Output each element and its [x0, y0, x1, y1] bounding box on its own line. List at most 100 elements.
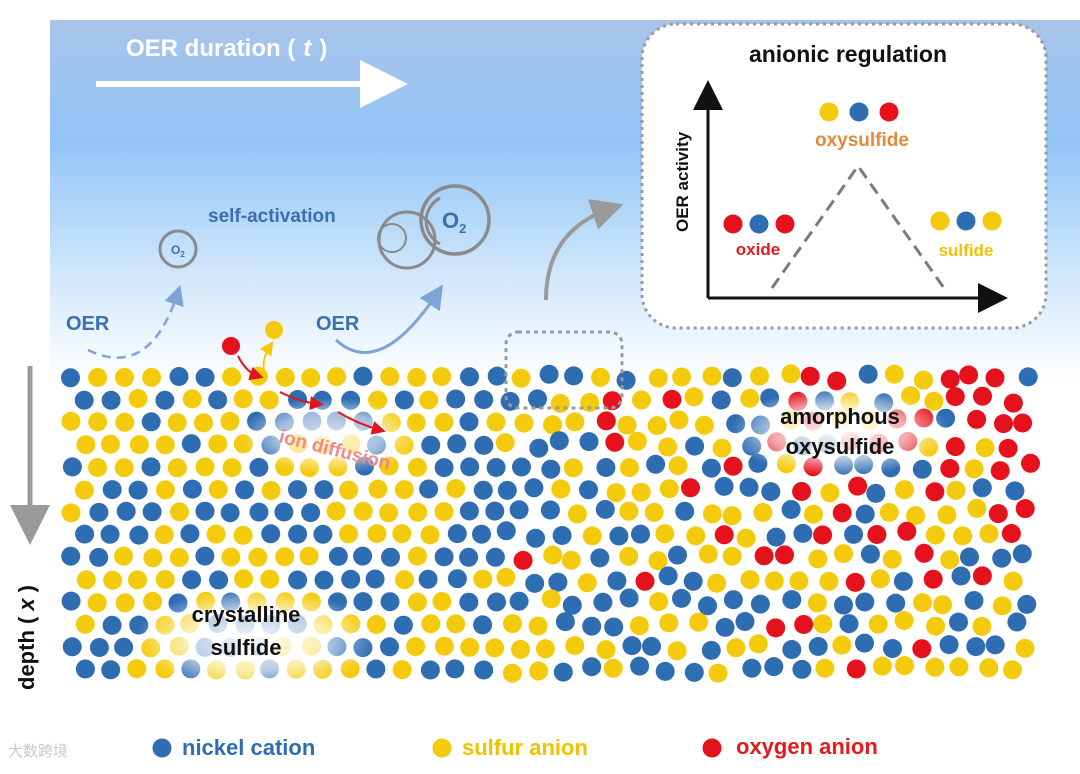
lattice-atom [339, 524, 358, 544]
lattice-atom [406, 637, 426, 657]
lattice-atom [609, 526, 629, 546]
lattice-atom [143, 548, 163, 568]
lattice-atom [127, 659, 147, 679]
lattice-atom [735, 612, 755, 631]
lattice-atom [407, 457, 427, 477]
lattice-atom [407, 368, 427, 387]
lattice-atom [855, 504, 875, 524]
self-activation-label: self-activation [208, 206, 336, 227]
lattice-atom [923, 569, 943, 589]
lattice-atom [972, 478, 992, 498]
sulfide-dot-1 [930, 211, 950, 231]
lattice-atom [924, 391, 944, 411]
lattice-atom [1001, 524, 1021, 543]
lattice-atom [235, 480, 255, 500]
lattice-atom [698, 544, 718, 564]
lattice-atom [275, 547, 295, 567]
lattice-atom [577, 573, 597, 593]
lattice-atom [884, 364, 904, 384]
lattice-atom [61, 411, 81, 431]
lattice-atom [89, 547, 109, 567]
lattice-atom [233, 525, 253, 545]
lattice-atom [154, 525, 174, 545]
lattice-atom [879, 502, 899, 522]
depth-axis: depth (x) [10, 366, 50, 690]
lattice-atom [702, 504, 722, 524]
lattice-atom [946, 480, 966, 500]
lattice-atom [407, 592, 427, 612]
lattice-atom [649, 592, 669, 612]
lattice-atom [726, 638, 746, 658]
lattice-atom [669, 410, 689, 430]
lattice-atom [914, 543, 934, 563]
lattice-atom [432, 592, 452, 611]
lattice-atom [940, 459, 960, 478]
lattice-atom [834, 544, 853, 564]
lattice-atom [142, 502, 162, 522]
lattice-atom [502, 663, 522, 683]
lattice-atom [855, 633, 874, 653]
lattice-atom [446, 389, 466, 409]
lattice-atom [959, 365, 979, 385]
lattice-atom [702, 366, 722, 386]
lattice-atom [739, 477, 759, 497]
lattice-atom [846, 659, 866, 679]
lattice-atom [1007, 612, 1027, 632]
lattice-atom [102, 480, 122, 500]
lattice-atom [764, 657, 784, 677]
lattice-atom [434, 636, 454, 656]
lattice-atom [259, 390, 279, 410]
lattice-atom [992, 548, 1012, 568]
lattice-atom [61, 368, 80, 388]
lattice-atom [672, 367, 692, 387]
lattice-atom [248, 547, 268, 567]
legend: 大数跨境 nickel cation sulfur anion oxygen a… [8, 734, 878, 760]
lattice-atom [781, 500, 801, 519]
lattice-atom [101, 390, 121, 410]
lattice-atom [668, 545, 687, 565]
depth-label: depth (x) [14, 585, 39, 690]
oer-left-label: OER [66, 313, 110, 335]
lattice-atom [711, 390, 731, 410]
lattice-atom [870, 569, 890, 589]
lattice-atom [579, 432, 599, 452]
lattice-atom [155, 390, 175, 410]
lattice-atom [75, 524, 95, 544]
lattice-atom [234, 569, 254, 589]
lattice-atom [181, 434, 201, 454]
o2-small-bubble [158, 229, 198, 269]
lattice-atom [740, 570, 760, 590]
lattice-atom [408, 546, 427, 566]
lattice-atom [528, 389, 547, 409]
lattice-atom [564, 366, 584, 386]
lattice-atom [953, 526, 973, 546]
lattice-atom [460, 457, 480, 477]
lattice-atom [619, 546, 639, 566]
lattice-atom [684, 387, 704, 407]
lattice-atom [288, 480, 307, 500]
lattice-atom [926, 616, 946, 636]
inset-y-label: OER activity [673, 131, 692, 232]
lattice-atom [866, 483, 886, 503]
lattice-atom [541, 589, 561, 609]
lattice-atom [800, 366, 820, 386]
lattice-atom [714, 525, 734, 545]
lattice-atom [619, 501, 639, 521]
lattice-atom [155, 480, 175, 500]
lattice-atom [180, 524, 200, 544]
lattice-atom [473, 480, 493, 500]
lattice-atom [648, 368, 668, 388]
lattice-atom [715, 617, 735, 637]
oxygen-in-arrow [237, 355, 264, 381]
diffusion-fade [240, 398, 420, 474]
lattice-atom [550, 393, 570, 413]
legend-nickel-label: nickel cation [182, 735, 315, 760]
lattice-atom [261, 524, 281, 544]
lattice-atom [170, 502, 189, 522]
lattice-atom [555, 612, 575, 632]
lattice-atom [630, 656, 650, 676]
lattice-atom [460, 637, 480, 657]
lattice-atom [220, 411, 240, 431]
lattice-atom [563, 458, 583, 478]
lattice-atom [155, 435, 175, 455]
